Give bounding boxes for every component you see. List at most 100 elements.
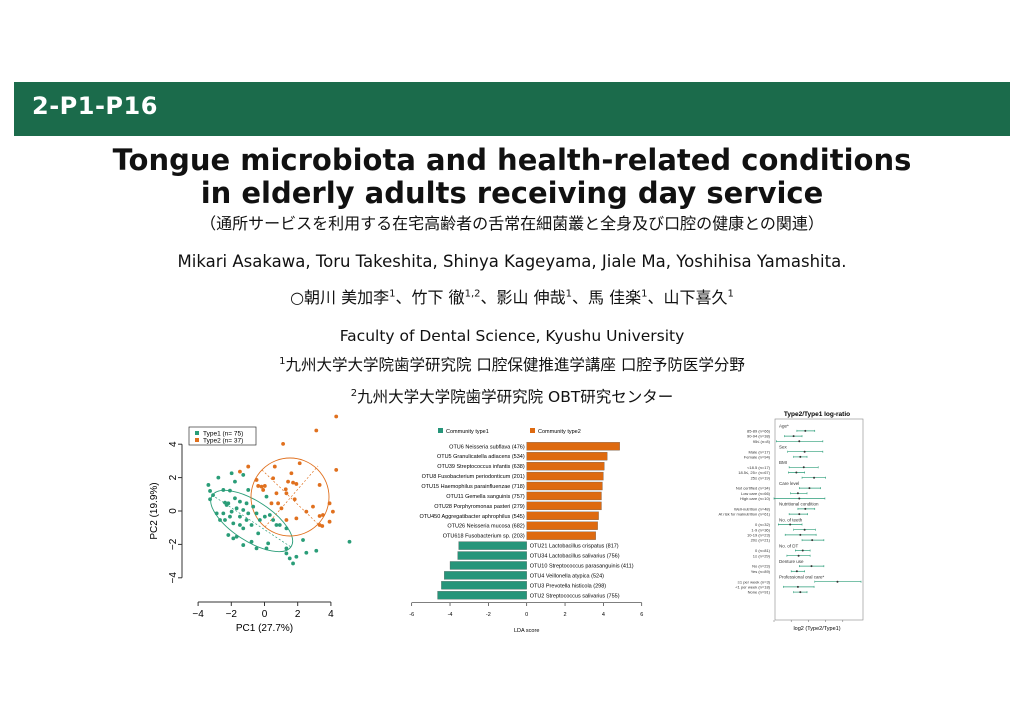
author-jp: ○朝川 美加李 — [290, 288, 390, 307]
lda-bar — [526, 501, 602, 511]
type1-point — [347, 539, 352, 544]
type1-point — [216, 475, 221, 480]
type1-point — [226, 501, 231, 506]
x-tick-label: 2 — [295, 609, 301, 620]
lda-bar — [526, 531, 596, 540]
forest-group-label: BMI — [779, 460, 787, 465]
type2-point — [327, 519, 332, 524]
type2-point — [238, 469, 242, 474]
type2-point — [281, 441, 285, 446]
forest-group-label: No. of DT — [779, 543, 799, 548]
author-affiliation-sup: 1 — [565, 288, 573, 300]
type2-point — [334, 468, 339, 472]
authors-japanese: ○朝川 美加李1、竹下 徹1,2、影山 伸哉1、馬 佳楽1、山下喜久1 — [0, 284, 1024, 308]
type2-point — [269, 501, 274, 506]
type1-point — [246, 488, 251, 492]
type2-point — [327, 501, 332, 506]
affiliation-english: Faculty of Dental Science, Kyushu Univer… — [339, 327, 685, 345]
author-affiliation-sup: 1,2 — [464, 288, 481, 300]
lda-bar-label: OTU450 Aggregatibacter aphrophilus (545) — [420, 514, 525, 520]
type1-point — [229, 509, 234, 514]
lda-bar — [526, 471, 604, 481]
y-tick-label: 4 — [168, 441, 179, 447]
aff1-text: 九州大学大学院歯学研究院 口腔保健推進学講座 口腔予防医学分野 — [285, 356, 745, 374]
forest-estimate — [795, 570, 798, 573]
forest-row-label: 95≤ (n=8) — [753, 439, 771, 444]
forest-row-label: Male (n=17) — [749, 449, 771, 454]
legend-swatch — [195, 438, 199, 442]
lda-bar — [449, 561, 527, 570]
title-line-1: Tongue microbiota and health-related con… — [112, 143, 912, 177]
lda-bar-label: OTU34 Lactobacillus salivarius (756) — [530, 554, 620, 560]
legend-label: Community type1 — [446, 429, 489, 435]
forest-estimate — [799, 533, 802, 536]
type1-point — [251, 504, 256, 509]
author-jp: 竹下 徹 — [411, 288, 465, 307]
type2-point — [330, 509, 335, 514]
type1-point — [254, 511, 259, 516]
forest-estimate — [808, 487, 811, 490]
presentation-code: 2-P1-P16 — [32, 92, 158, 120]
lda-x-tick-label: 2 — [564, 612, 567, 618]
type1-point — [244, 501, 249, 506]
type1-point — [304, 550, 309, 555]
lda-bar — [526, 442, 620, 451]
forest-estimate — [813, 476, 816, 479]
forest-row-label: Yes (n=89) — [751, 569, 771, 574]
forest-estimate — [797, 554, 800, 557]
type2-axis — [261, 469, 319, 525]
type1-point — [284, 551, 289, 556]
type1-point — [271, 518, 276, 522]
forest-row-label: ≥1 per week (n=3) — [738, 579, 771, 584]
type1-point — [277, 523, 282, 527]
type2-point — [276, 501, 281, 506]
type2-point — [262, 484, 267, 488]
forest-row-label: High care (n=10) — [740, 496, 771, 501]
lda-x-tick-label: 0 — [525, 612, 528, 618]
forest-estimate — [795, 471, 798, 474]
type1-point — [238, 514, 242, 519]
x-tick-label: −2 — [226, 609, 238, 620]
type1-point — [254, 546, 259, 551]
author-affiliation-sup: 1 — [641, 288, 648, 300]
legend-swatch-type1 — [438, 428, 443, 433]
type2-point — [259, 484, 264, 489]
lda-bar — [458, 541, 527, 550]
forest-row-label: No (n=23) — [752, 564, 771, 569]
type1-point — [233, 496, 237, 501]
type2-point — [317, 514, 322, 518]
author-jp: 影山 伸哉 — [496, 288, 566, 307]
type1-point — [246, 511, 251, 516]
lda-bar-label: OTU15 Haemophilus parainfluenzae (718) — [421, 484, 525, 490]
type2-point — [304, 509, 309, 514]
type1-point — [241, 526, 246, 531]
lda-bar-label: OTU4 Veillonella atypica (524) — [530, 573, 604, 579]
type1-point — [214, 511, 219, 516]
forest-estimate — [811, 539, 814, 542]
type1-point — [294, 554, 299, 559]
author-jp: 山下喜久 — [663, 288, 728, 307]
lda-bar-label: OTU21 Lactobacillus crispatus (817) — [530, 544, 619, 550]
forest-group-label: Sex — [779, 445, 788, 450]
forest-estimate — [801, 549, 804, 552]
y-tick-label: −4 — [168, 572, 179, 584]
type2-point — [291, 480, 295, 485]
forest-row-label: At risk for malnutrition (n=61) — [719, 512, 771, 517]
forest-estimate — [796, 492, 799, 495]
type2-point — [284, 518, 289, 522]
type1-point — [249, 539, 254, 544]
type2-point — [254, 478, 259, 482]
type1-point — [264, 546, 269, 551]
lda-bar-label: OTU11 Gemella sanguinis (757) — [446, 494, 525, 500]
type1-point — [229, 471, 234, 476]
y-tick-label: 0 — [168, 508, 179, 514]
forest-estimate — [803, 450, 806, 453]
y-tick-label: 2 — [168, 474, 179, 480]
forest-row-label: Female (n=94) — [744, 455, 771, 460]
type2-point — [294, 482, 299, 486]
type1-point — [291, 561, 295, 566]
type2-point — [334, 414, 339, 419]
lda-bar-label: OTU5 Granulicatella adiacens (534) — [437, 454, 525, 460]
lda-bar — [526, 481, 603, 491]
poster-title: Tongue microbiota and health-related con… — [0, 144, 1024, 210]
